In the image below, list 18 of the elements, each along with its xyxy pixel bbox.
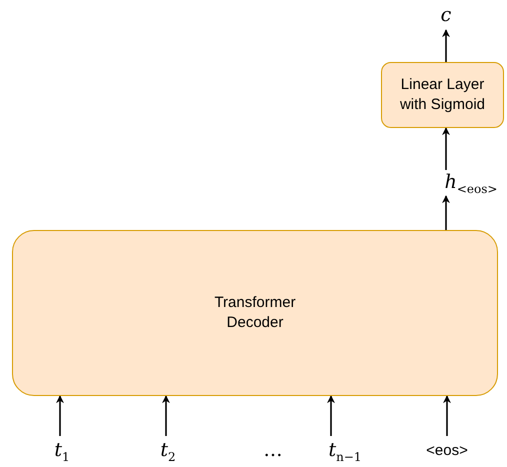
arrow (56, 395, 64, 436)
ellipsis-label: … (262, 440, 284, 462)
arrow (162, 395, 170, 436)
process-box (381, 62, 504, 128)
process-box (12, 230, 498, 396)
node-label: Transformer Decoder (213, 292, 297, 333)
arrow (327, 395, 335, 436)
math-symbol: t$_{1}$ (54, 438, 70, 464)
math-symbol: c (440, 3, 452, 28)
math-symbol: t$_{n−1}$ (328, 438, 362, 464)
node-label: Linear Layer with Sigmoid (398, 74, 486, 115)
arrow (442, 127, 450, 170)
arrow (442, 195, 450, 230)
math-symbol: t$_{2}$ (160, 438, 176, 464)
arrow (442, 29, 450, 62)
arrow (443, 395, 451, 436)
node-label: <eos> (426, 440, 468, 461)
math-symbol: h$_{<eos>}$ (444, 170, 498, 196)
